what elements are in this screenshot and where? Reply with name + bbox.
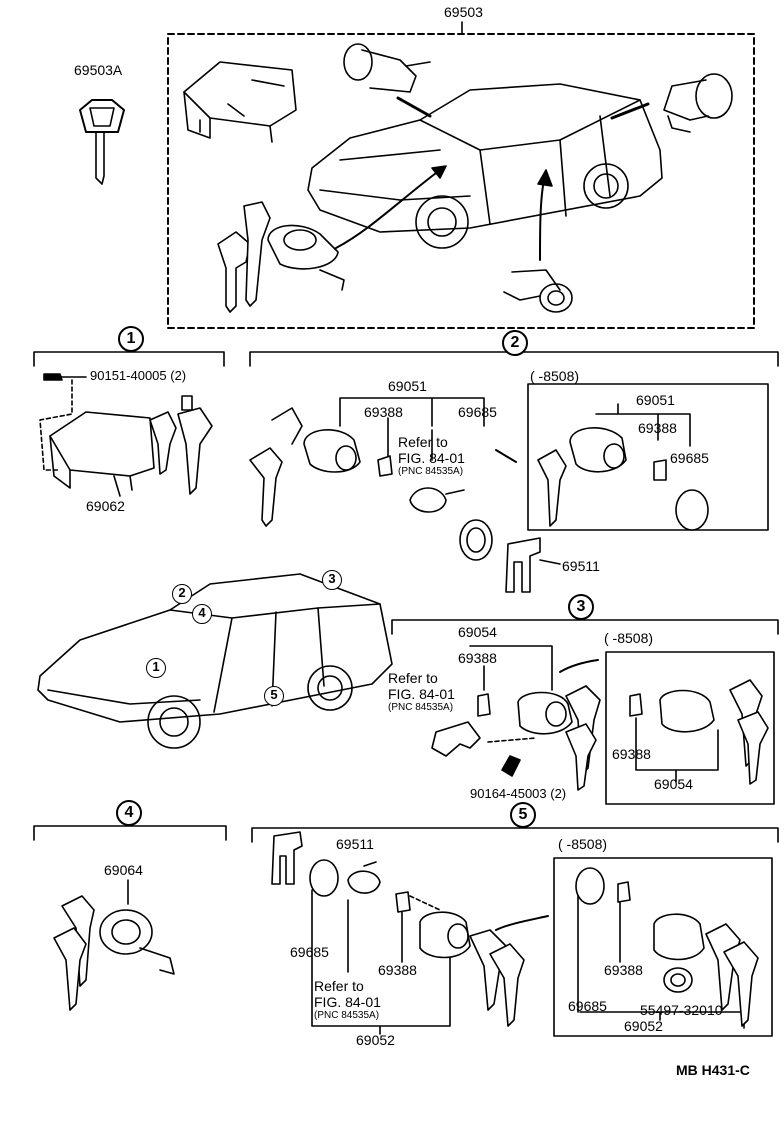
door-cylinder-icon: [343, 43, 431, 93]
label-69054: 69054: [458, 624, 497, 640]
section-callout-1: 1: [118, 326, 144, 352]
key-blank-icon: [79, 99, 125, 185]
label-69388-box-sec3: 69388: [612, 746, 651, 762]
car-callout-5: 5: [264, 686, 284, 706]
label-69511-sec2: 69511: [562, 558, 600, 574]
middle-car-outline-icon: [37, 573, 393, 749]
label-box-range-sec3: ( -8508): [604, 630, 654, 646]
label-69388-sec3: 69388: [458, 650, 497, 666]
label-69062: 69062: [86, 498, 125, 514]
sec3-detail-box: [605, 651, 775, 805]
sec5-detail-box: [553, 857, 773, 1037]
sec3-box-keys-icon: [659, 679, 769, 785]
clip-icon: [505, 537, 541, 593]
sec2-box-keys-icon: [537, 427, 627, 527]
label-seal: 55497-32010: [640, 1002, 723, 1018]
steering-lock-housing-icon: [183, 61, 297, 143]
label-69052-sec5: 69052: [356, 1032, 395, 1048]
sec5-clip-icon: [271, 831, 303, 885]
ignition-keys-icon: [217, 201, 345, 313]
label-69054-box: 69054: [654, 776, 693, 792]
assembly-dashed-box: [167, 33, 755, 329]
arrow-line: [539, 179, 545, 261]
car-callout-3: 3: [322, 570, 342, 590]
sec5-box-cylinder-icon: [653, 913, 759, 1027]
label-69388-box-sec5: 69388: [604, 962, 643, 978]
label-69511-sec5: 69511: [336, 836, 374, 852]
label-69051-box: 69051: [636, 392, 675, 408]
label-box-range-sec5: ( -8508): [558, 836, 608, 852]
label-69503a: 69503A: [74, 62, 123, 78]
label-69503: 69503: [444, 4, 483, 20]
label-69685-box-sec5: 69685: [568, 998, 607, 1014]
label-69052-box: 69052: [624, 1018, 663, 1034]
label-refer-sec3: Refer to: [388, 670, 438, 686]
sec5-ring-icon: [309, 859, 339, 897]
sec2-box-ring-icon: [675, 489, 709, 531]
sec2-detail-box: [527, 383, 769, 531]
label-fig-sec2: FIG. 84-01: [398, 450, 465, 466]
top-car-outline-icon: [307, 83, 663, 249]
label-fig-sec5: FIG. 84-01: [314, 994, 381, 1010]
sec3-keys-icon: [517, 685, 601, 791]
sec5-cylinder-icon: [419, 911, 525, 1027]
sec4-ignition-icon: [53, 895, 175, 1011]
car-callout-2: 2: [172, 584, 192, 604]
sec1-housing-icon: [49, 411, 155, 491]
label-refer-sec2: Refer to: [398, 434, 448, 450]
label-69388-sec5: 69388: [378, 962, 417, 978]
label-bolt: 90151-40005 (2): [90, 368, 187, 383]
sec1-keys-icon: [149, 395, 213, 495]
label-pnc-sec5: (PNC 84535A): [314, 1010, 380, 1021]
sec3-lever-icon: [431, 721, 537, 757]
rear-cylinder-icon: [663, 73, 733, 133]
label-box-range-sec2: ( -8508): [530, 368, 580, 384]
label-refer-sec5: Refer to: [314, 978, 364, 994]
sec2-ring-icon: [459, 519, 493, 561]
section-callout-3: 3: [568, 594, 594, 620]
label-69685-box-sec2: 69685: [670, 450, 709, 466]
sec2-keys-icon: [249, 407, 361, 527]
label-69685-sec2: 69685: [458, 404, 497, 420]
label-69388-box-sec2: 69388: [638, 420, 677, 436]
label-69051: 69051: [388, 378, 427, 394]
label-69388-sec2: 69388: [364, 404, 403, 420]
label-fig-sec3: FIG. 84-01: [388, 686, 455, 702]
section-callout-2: 2: [502, 330, 528, 356]
label-69685-sec5: 69685: [290, 944, 329, 960]
label-screw: 90164-45003 (2): [470, 786, 567, 801]
sec5-box-ring-icon: [575, 867, 605, 905]
label-pnc-sec2: (PNC 84535A): [398, 466, 464, 477]
section-callout-5: 5: [510, 802, 536, 828]
trunk-cylinder-icon: [503, 269, 573, 313]
sec2-wire-icon: [409, 487, 465, 513]
car-callout-4: 4: [192, 604, 212, 624]
bolt-icon: [43, 373, 87, 381]
section-callout-4: 4: [116, 800, 142, 826]
sec5-wire-icon: [347, 861, 381, 894]
arrow-line: [335, 169, 441, 249]
seal-icon: [663, 967, 693, 993]
footer-code: MB H431-C: [676, 1062, 750, 1078]
car-callout-1: 1: [146, 658, 166, 678]
label-69064: 69064: [104, 862, 143, 878]
arrow-line: [559, 659, 599, 673]
arrow-line: [495, 915, 549, 931]
label-pnc-sec3: (PNC 84535A): [388, 702, 454, 713]
